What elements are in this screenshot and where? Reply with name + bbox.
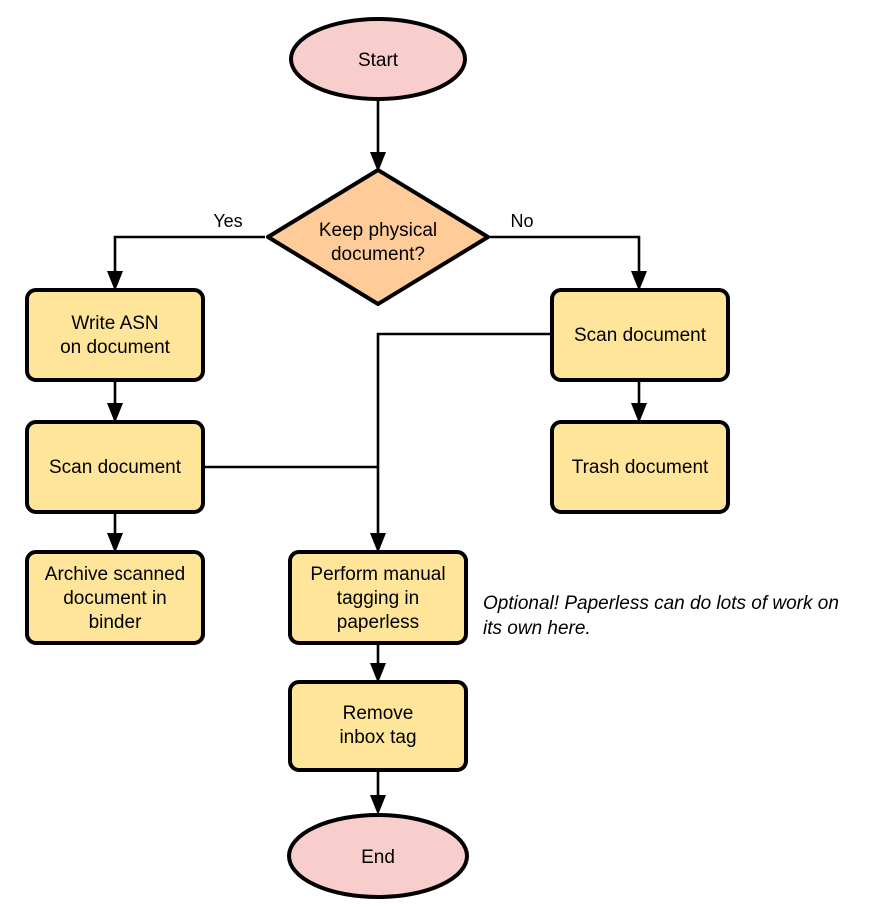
edge-scan-left-to-archive — [107, 512, 123, 553]
start-ellipse-shape — [289, 17, 467, 101]
write-asn-label-line2: on document — [60, 337, 171, 358]
edge-label-no: No — [510, 211, 533, 231]
node-archive-scanned-document[interactable]: Archive scanned document in binder — [25, 550, 205, 645]
node-end[interactable]: End — [287, 813, 469, 899]
archive-box-shape — [25, 550, 205, 645]
edge-decision-no-to-scan-right — [490, 235, 647, 291]
trash-document-box-shape — [550, 420, 730, 514]
scan-document-left-label: Scan document — [49, 457, 182, 478]
edge-scan-right-to-trash — [631, 380, 647, 423]
archive-label-line2: document in — [63, 588, 167, 609]
write-asn-box-shape — [25, 288, 205, 382]
annotation-optional-note: Optional! Paperless can do lots of work … — [483, 593, 839, 639]
node-scan-document-right[interactable]: Scan document — [550, 288, 730, 382]
node-scan-document-left[interactable]: Scan document — [25, 420, 205, 514]
tagging-label-line2: tagging in — [337, 588, 419, 609]
annotation-line2: its own here. — [483, 618, 591, 639]
edge-decision-yes-to-write-asn — [107, 235, 265, 291]
edge-label-yes: Yes — [213, 211, 242, 231]
remove-inbox-tag-label-line1: Remove — [343, 703, 414, 724]
edge-start-to-decision — [370, 100, 386, 172]
start-label: Start — [358, 50, 399, 71]
node-trash-document[interactable]: Trash document — [550, 420, 730, 514]
node-start[interactable]: Start — [289, 17, 467, 101]
trash-document-label: Trash document — [572, 457, 709, 478]
archive-label-line3: binder — [89, 612, 142, 633]
decision-label-line1: Keep physical — [319, 220, 437, 241]
tagging-label-line1: Perform manual — [310, 564, 445, 585]
scan-document-right-label: Scan document — [574, 325, 707, 346]
decision-diamond-shape — [266, 168, 490, 306]
remove-inbox-tag-label-line2: inbox tag — [339, 727, 416, 748]
remove-inbox-tag-box-shape — [288, 680, 468, 772]
scan-document-left-box-shape — [25, 420, 205, 514]
annotation-line1: Optional! Paperless can do lots of work … — [483, 593, 839, 614]
write-asn-label-line1: Write ASN — [71, 313, 158, 334]
end-label: End — [361, 847, 395, 868]
scan-document-right-box-shape — [550, 288, 730, 382]
node-remove-inbox-tag[interactable]: Remove inbox tag — [288, 680, 468, 772]
edge-tagging-to-remove-tag — [370, 643, 386, 683]
decision-label-line2: document? — [331, 244, 425, 265]
tagging-box-shape — [288, 550, 468, 645]
node-perform-manual-tagging[interactable]: Perform manual tagging in paperless — [288, 550, 468, 645]
edge-remove-tag-to-end — [370, 770, 386, 815]
tagging-label-line3: paperless — [337, 612, 419, 633]
node-write-asn[interactable]: Write ASN on document — [25, 288, 205, 382]
end-ellipse-shape — [287, 813, 469, 899]
edge-scan-right-to-tagging — [370, 332, 552, 553]
node-decision-keep-physical-document[interactable]: Keep physical document? — [266, 168, 490, 306]
edge-write-asn-to-scan-left — [107, 380, 123, 423]
archive-label-line1: Archive scanned — [45, 564, 185, 585]
